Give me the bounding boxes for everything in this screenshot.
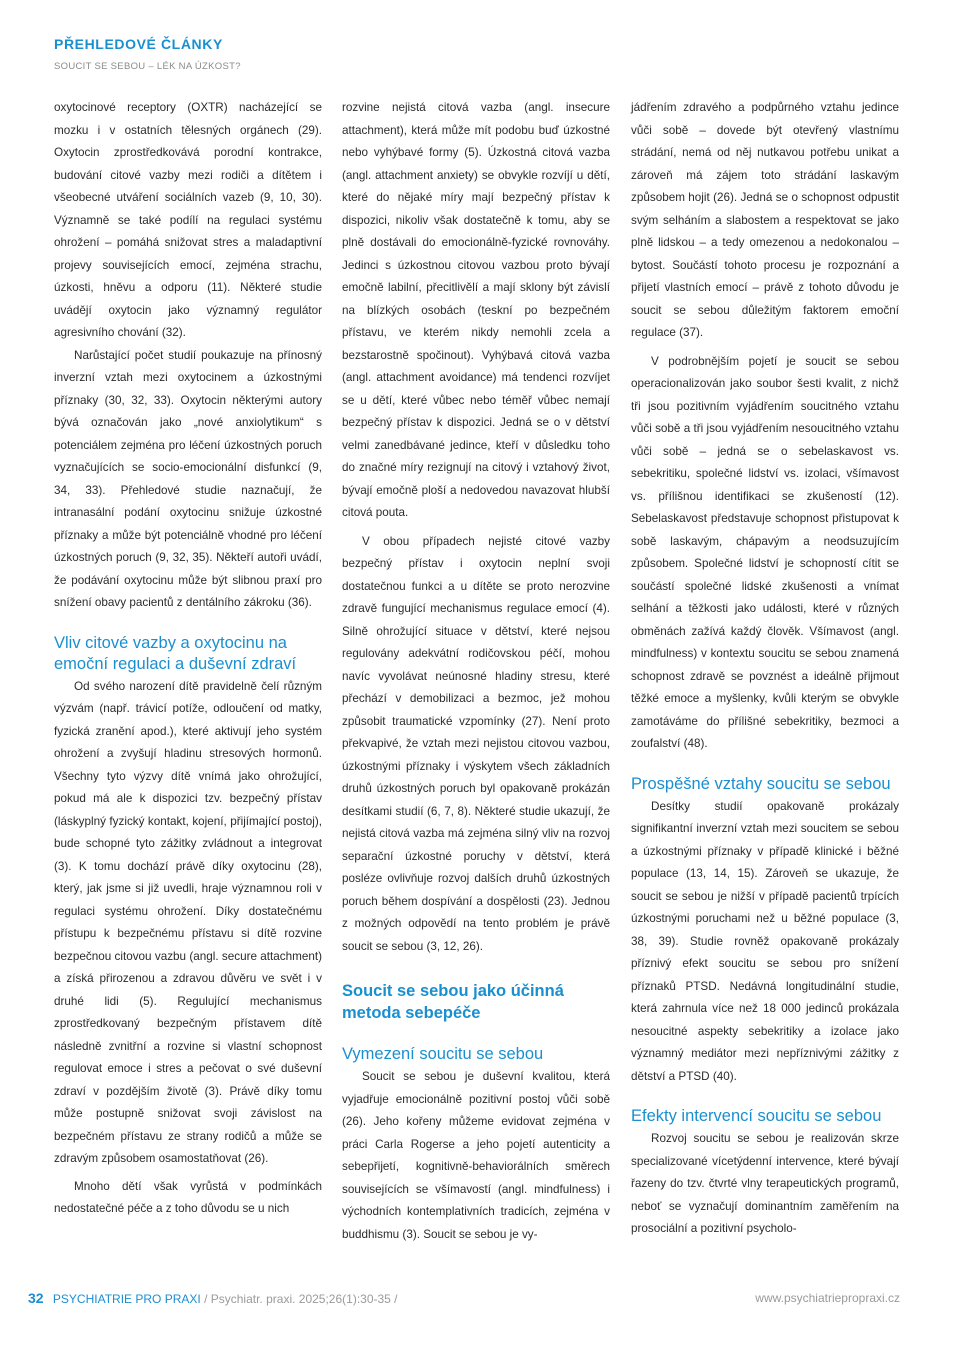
paragraph: rozvine nejistá citová vazba (angl. inse… — [342, 101, 610, 519]
citation: / Psychiatr. praxi. 2025;26(1):30-35 / — [204, 1292, 398, 1306]
paragraph: Desítky studií opakovaně prokázaly signi… — [631, 799, 899, 1083]
paragraph: Soucit se sebou je duševní kvalitou, kte… — [342, 1070, 610, 1241]
page-number: 32 — [28, 1290, 44, 1306]
paragraph: Narůstající počet studií poukazuje na př… — [54, 348, 322, 610]
section-heading: Vymezení soucitu se sebou — [342, 1045, 544, 1063]
journal-url[interactable]: www.psychiatriepropraxi.cz — [755, 1291, 900, 1305]
journal-name: PSYCHIATRIE PRO PRAXI — [52, 1292, 201, 1306]
paragraph: V obou případech nejisté citové vazby be… — [342, 534, 610, 953]
section-heading: Prospěšné vztahy soucitu se sebou — [631, 774, 891, 793]
paragraph: jádřením zdravého a podpůrného vztahu je… — [631, 101, 899, 339]
section-header: PŘEHLEDOVÉ ČLÁNKY — [54, 36, 223, 52]
article-running-title: SOUCIT SE SEBOU – LÉK NA ÚZKOST? — [54, 61, 241, 72]
chapter-heading: Soucit se sebou jako účinná metoda sebep… — [342, 982, 564, 1022]
paragraph: Mnoho dětí však vyrůstá v podmínkách ned… — [54, 1179, 322, 1216]
column-2: rozvine nejistá citová vazba (angl. inse… — [342, 97, 610, 1246]
page-footer: 32 PSYCHIATRIE PRO PRAXI / Psychiatr. pr… — [28, 1290, 398, 1306]
section-heading: Efekty intervencí soucitu se sebou — [631, 1107, 882, 1125]
section-heading: Vliv citové vazby a oxytocinu na emoční … — [54, 633, 297, 673]
paragraph: Rozvoj soucitu se sebou je realizován sk… — [631, 1132, 899, 1235]
column-1: oxytocinové receptory (OXTR) nacházející… — [54, 97, 322, 1221]
paragraph: V podrobnějším pojetí je soucit se sebou… — [631, 354, 899, 751]
column-3: jádřením zdravého a podpůrného vztahu je… — [631, 97, 899, 1241]
paragraph: oxytocinové receptory (OXTR) nacházející… — [54, 101, 322, 339]
paragraph: Od svého narození dítě pravidelně čelí r… — [54, 679, 322, 1166]
